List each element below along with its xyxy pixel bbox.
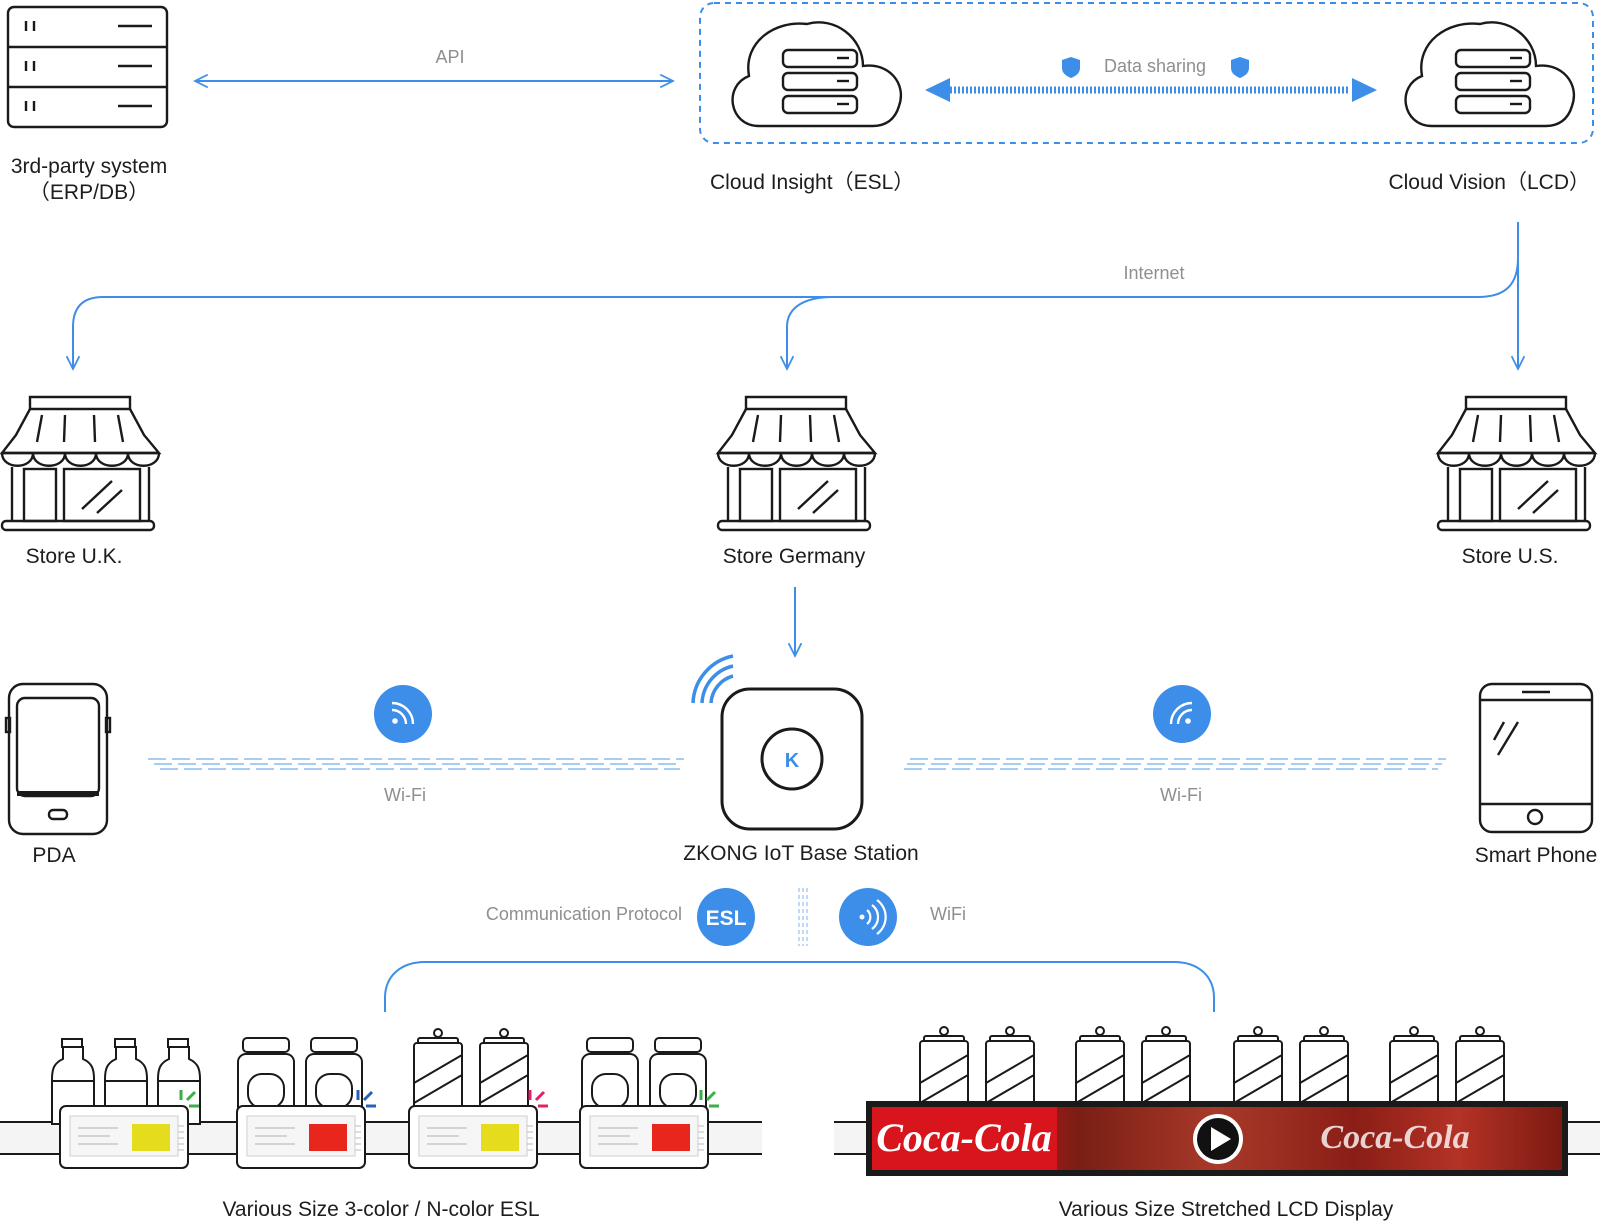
cloud-vision-label: Cloud Vision（LCD） [1388,171,1590,194]
third-party-system-title: 3rd-party system [10,155,168,178]
store-germany-label: Store Germany [722,545,866,568]
cloud-insight-label: Cloud Insight（ESL） [710,171,915,194]
internet-lines [73,222,1518,369]
lcd-brand-logo-repeat: Coca-Cola [1320,1119,1469,1156]
esl-badge-circle [697,888,755,946]
store-icon [715,395,878,532]
pda-label: PDA [32,844,76,867]
esl-caption: Various Size 3-color / N-color ESL [222,1198,540,1221]
esl-label [408,1090,548,1169]
store-uk-label: Store U.K. [25,545,123,568]
internet-label: Internet [1123,263,1185,283]
esl-label [579,1090,719,1169]
third-party-system-label: 3rd-party system （ERP/DB） [11,154,167,206]
store-us-label: Store U.S. [1461,545,1559,568]
lcd-brand-logo: Coca-Cola [876,1115,1052,1160]
store-icon [0,395,162,532]
shield-icon [1231,57,1249,78]
smartphone-icon [1478,682,1594,834]
esl-label [236,1090,376,1169]
esl-label [59,1090,199,1169]
wifi-icon [374,685,432,743]
can-products-esl [413,1028,529,1120]
wifi-signal-lines-right [904,758,1446,770]
server-rack-icon [6,5,169,129]
wifi-signal-lines-left [148,758,684,770]
shield-icon [1062,57,1080,78]
lcd-caption: Various Size Stretched LCD Display [1058,1198,1394,1221]
data-sharing-arrow [925,78,1377,102]
wifi-right-label: Wi-Fi [1160,785,1202,805]
cloud-server-icon [1404,21,1575,128]
device-bracket [384,961,1215,1012]
protocol-divider [798,888,808,946]
can-products-lcd [919,1026,1505,1120]
store-icon [1435,395,1598,532]
cloud-platform-box [699,2,1594,144]
bottle-products [51,1038,201,1125]
protocol-wifi-label: WiFi [930,904,966,924]
base-station-icon [691,654,864,831]
base-station-logo: K [785,750,800,772]
pda-screen-bar [17,791,99,796]
communication-protocol-label: Communication Protocol [485,904,682,924]
wifi-icon [1153,685,1211,743]
api-label: API [435,47,465,67]
pda-icon [4,682,112,836]
play-button-icon[interactable] [1193,1114,1243,1164]
cloud-server-icon [731,21,902,128]
base-station-label: ZKONG IoT Base Station [683,842,919,865]
third-party-system-subtitle: （ERP/DB） [28,181,150,204]
wifi-left-label: Wi-Fi [384,785,426,805]
broadcast-icon [839,888,897,946]
data-sharing-label: Data sharing [1103,56,1207,76]
esl-badge: ESL [706,907,747,930]
smart-phone-label: Smart Phone [1474,844,1598,867]
